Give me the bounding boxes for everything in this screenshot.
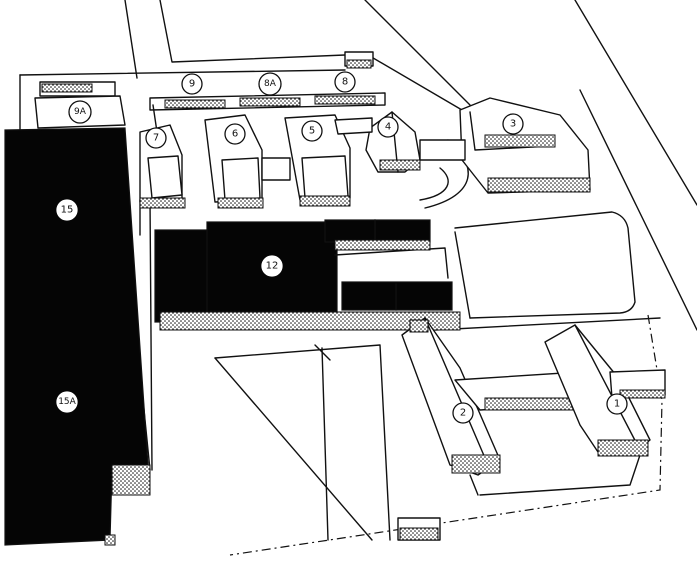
svg-text:4: 4: [385, 122, 391, 133]
building-5: [284, 114, 351, 207]
building-label-8a: 8A: [258, 72, 282, 96]
building-label-4: 4: [377, 116, 399, 138]
svg-text:12: 12: [266, 261, 279, 272]
svg-text:5: 5: [309, 126, 315, 137]
svg-text:3: 3: [510, 119, 516, 130]
svg-text:8A: 8A: [264, 79, 277, 89]
building-label-8: 8: [334, 71, 356, 93]
svg-text:15A: 15A: [58, 397, 76, 407]
svg-text:9A: 9A: [74, 107, 87, 117]
north-range-buildings: [39, 51, 386, 111]
svg-text:6: 6: [232, 129, 238, 140]
building-label-7: 7: [145, 127, 167, 149]
svg-text:8: 8: [342, 77, 348, 88]
building-label-2: 2: [452, 402, 474, 424]
building-label-6: 6: [224, 123, 246, 145]
building-7: [139, 104, 186, 209]
svg-text:7: 7: [153, 133, 159, 144]
building-3: [419, 97, 591, 194]
building-label-5: 5: [301, 120, 323, 142]
roads: [19, 0, 697, 556]
building-12: [154, 219, 461, 331]
svg-text:9: 9: [189, 79, 195, 90]
svg-text:15: 15: [61, 205, 74, 216]
building-label-1: 1: [606, 393, 628, 415]
building-label-9: 9: [181, 73, 203, 95]
building-label-3: 3: [502, 113, 524, 135]
building-label-9a: 9A: [68, 100, 92, 124]
building-label-15: 15: [56, 199, 78, 221]
south-gate-lodge: [397, 517, 441, 541]
building-6: [204, 114, 291, 209]
svg-text:2: 2: [460, 408, 466, 419]
building-15-15a: [4, 127, 151, 546]
svg-text:1: 1: [614, 399, 620, 410]
building-1: [544, 324, 666, 457]
building-label-15a: 15A: [56, 391, 78, 413]
building-label-12: 12: [261, 255, 283, 277]
